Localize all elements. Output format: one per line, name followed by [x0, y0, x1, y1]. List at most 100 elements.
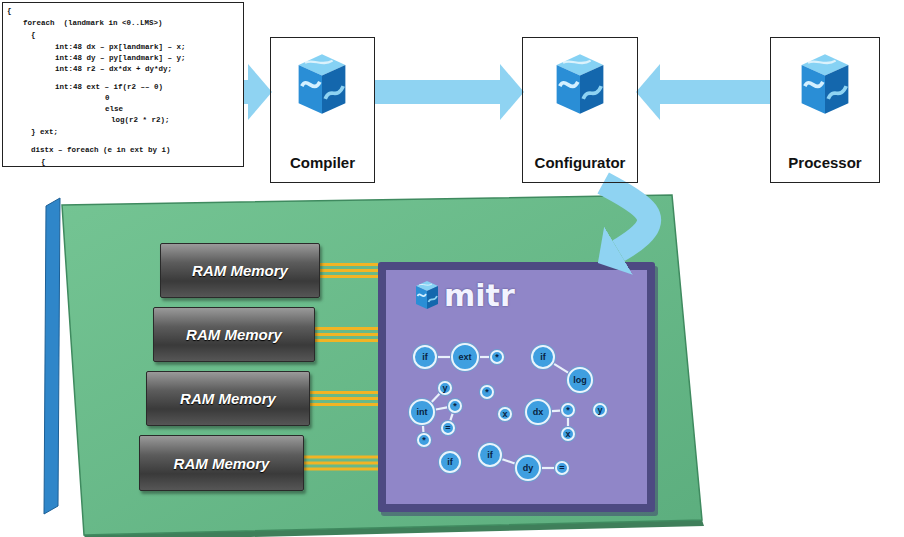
operator-label: y	[597, 406, 602, 415]
connector-group	[603, 183, 649, 251]
chip-shadow	[381, 266, 658, 516]
operator-label: if	[487, 451, 493, 460]
memory-label: RAM Memory	[180, 390, 276, 407]
operator-label: *	[453, 402, 457, 411]
bus-wire	[304, 462, 378, 465]
operator-node: int	[409, 399, 435, 425]
chip-logo-text: mitr	[444, 278, 515, 313]
operator-node: *	[490, 350, 504, 364]
operator-node: y	[438, 381, 452, 395]
circuit-board	[62, 195, 702, 535]
chip-die	[386, 270, 647, 504]
connector-group	[244, 92, 248, 93]
operator-node: log	[567, 367, 593, 393]
dataflow-line	[432, 394, 440, 402]
connector-group	[502, 459, 514, 463]
compiler-icon	[299, 54, 346, 114]
flow-arrow	[244, 80, 248, 104]
operator-node: ext	[451, 343, 479, 371]
dataflow-line	[542, 467, 554, 469]
tool-label: Configurator	[535, 154, 626, 171]
operator-label: =	[559, 464, 564, 473]
code-line: {	[31, 31, 36, 40]
code-line: foreach (landmark in <0..LMS>)	[23, 19, 163, 28]
code-line: else	[105, 105, 123, 114]
operator-node: if	[439, 451, 461, 473]
operator-node: *	[480, 385, 494, 399]
operator-node: if	[531, 345, 555, 369]
dataflow-line	[567, 418, 569, 426]
connector-group	[422, 426, 423, 432]
operator-node: if	[413, 345, 437, 369]
flow-arrow	[660, 80, 770, 104]
code-box: { foreach (landmark in <0..LMS>) { int:48 d…	[2, 2, 244, 167]
configurator-icon	[557, 54, 604, 114]
operator-label: dx	[533, 408, 544, 417]
operator-label: int	[417, 408, 428, 417]
connector-group	[436, 407, 447, 409]
connector-group	[432, 394, 440, 402]
dataflow-line	[480, 356, 489, 358]
code-line: int:48 dx – px[landmark] – x;	[55, 43, 186, 52]
operator-label: x	[502, 410, 507, 419]
code-line: int:48 ext – if(r2 –– 0)	[55, 83, 163, 92]
processor-icon	[802, 54, 849, 114]
chip-package	[378, 262, 655, 512]
connector-group	[542, 468, 554, 469]
operator-node: x	[498, 407, 512, 421]
operator-node: x	[561, 427, 575, 441]
operator-label: *	[495, 353, 499, 362]
operator-node: if	[478, 443, 502, 467]
memory-bus	[310, 391, 378, 406]
connector-group	[320, 270, 378, 271]
connector-group	[375, 92, 500, 93]
bus-wire	[320, 269, 378, 272]
connector-group	[480, 357, 489, 358]
dataflow-line	[438, 356, 450, 358]
memory-bus	[315, 327, 378, 342]
operator-node: dy	[515, 455, 541, 481]
dataflow-line	[450, 414, 452, 421]
operator-node: *	[561, 403, 575, 417]
logo-icon	[416, 281, 438, 309]
dataflow-line	[422, 426, 425, 432]
connector-group	[438, 357, 450, 358]
memory-label: RAM Memory	[192, 262, 288, 279]
memory-module: RAM Memory	[146, 371, 310, 426]
code-line: } ext;	[31, 128, 58, 137]
operator-label: if	[447, 458, 453, 467]
connector-group	[552, 410, 560, 412]
operator-label: if	[422, 353, 428, 362]
code-line: {	[41, 158, 46, 167]
connector-group	[304, 463, 378, 464]
operator-label: *	[566, 406, 570, 415]
tool-label: Compiler	[290, 154, 355, 171]
operator-label: ext	[458, 353, 471, 362]
operator-node: =	[555, 461, 569, 475]
memory-module: RAM Memory	[153, 307, 315, 362]
memory-module: RAM Memory	[139, 435, 304, 491]
code-line: {	[7, 7, 12, 16]
flow-arrow	[603, 183, 649, 251]
code-line: distx – foreach (e in ext by i)	[31, 146, 171, 155]
operator-label: *	[422, 436, 426, 445]
operator-node: y	[593, 403, 607, 417]
operator-node: *	[417, 433, 431, 447]
dataflow-line	[554, 364, 568, 373]
bus-gap	[304, 459, 378, 468]
operator-label: x	[565, 430, 570, 439]
flow-arrow	[375, 80, 500, 104]
operator-node: *	[448, 399, 462, 413]
dataflow-line	[552, 409, 560, 412]
bus-gap	[315, 330, 378, 339]
tool-box: Configurator	[522, 37, 638, 183]
memory-label: RAM Memory	[186, 326, 282, 343]
operator-label: =	[445, 424, 450, 433]
board-bracket	[44, 198, 60, 514]
dataflow-line	[502, 459, 514, 463]
connector-group	[568, 418, 569, 426]
connector-group	[450, 414, 452, 421]
tool-label: Processor	[788, 154, 861, 171]
code-line: log(r2 * r2);	[111, 116, 170, 125]
